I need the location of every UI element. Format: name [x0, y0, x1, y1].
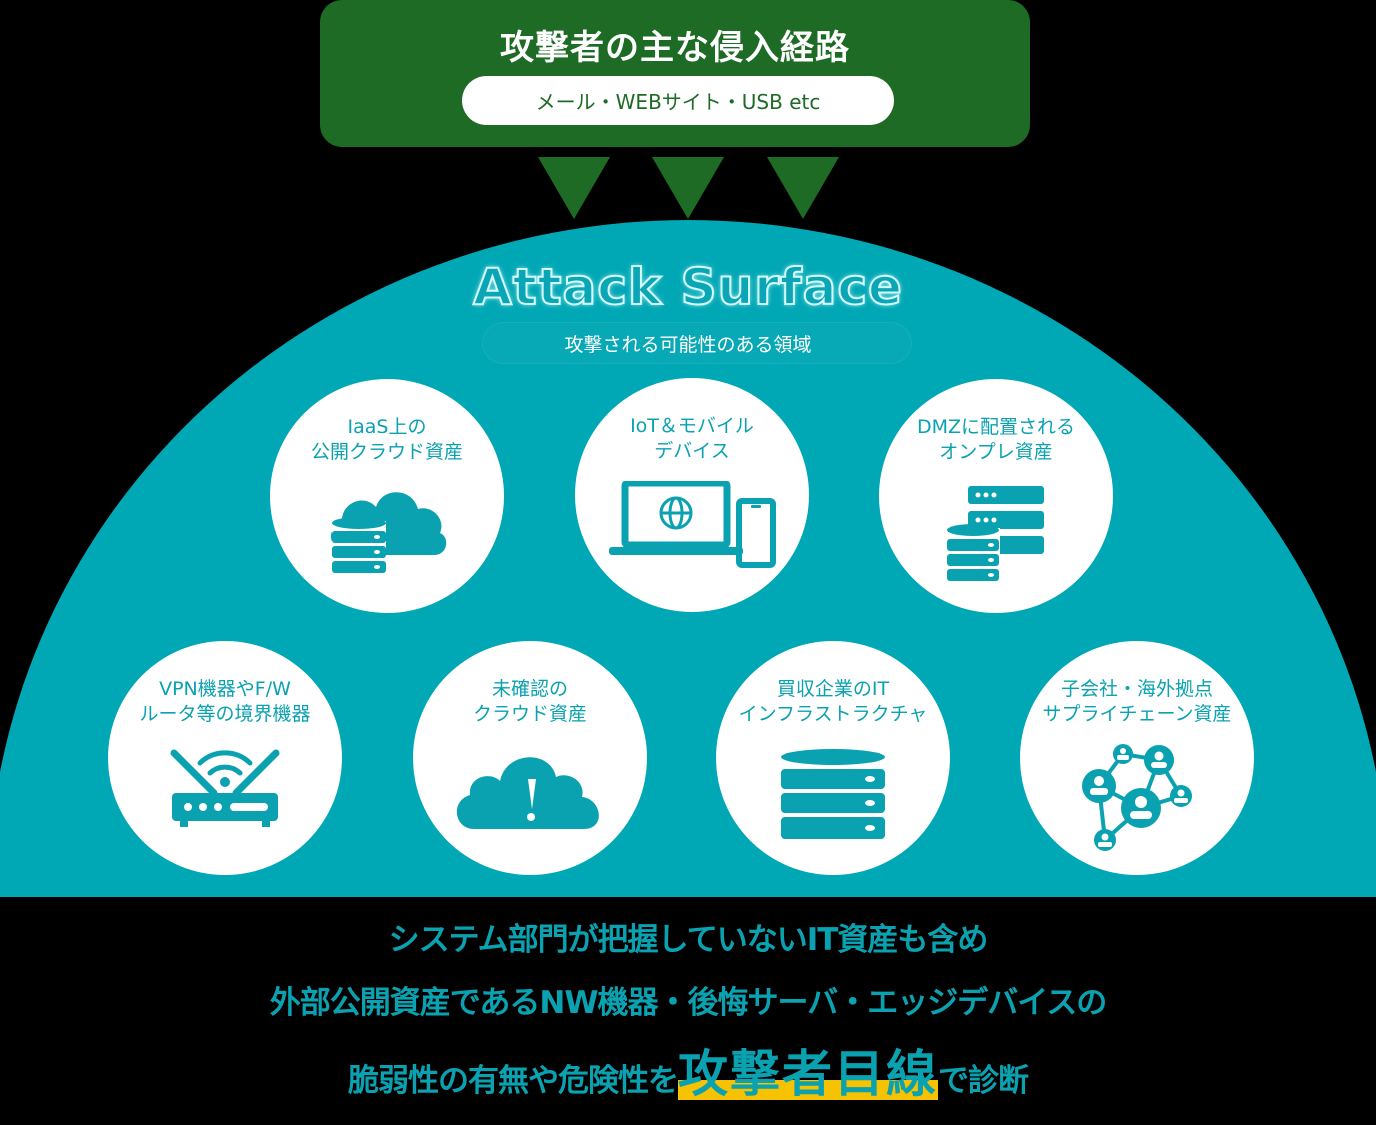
asset-vpn-firewall: VPN機器やF/W ルータ等の境界機器	[108, 641, 342, 875]
summary-line-2: 外部公開資産であるNW機器・後悔サーバ・エッジデバイスの	[269, 985, 1108, 1021]
asset-label: 買収企業のIT インフラストラクチャ	[738, 678, 928, 725]
subtitle-pill	[482, 322, 912, 364]
attack-surface-title: Attack Surface	[472, 257, 903, 317]
highlight-bar	[678, 1080, 938, 1100]
asset-supply-chain: 子会社・海外拠点 サプライチェーン資産	[1020, 641, 1254, 875]
down-arrow-icon	[767, 157, 839, 219]
asset-acquired-it: 買収企業のIT インフラストラクチャ	[716, 641, 950, 875]
network-people-icon	[1082, 744, 1192, 851]
server-rack-icon	[946, 486, 1044, 582]
asset-label: 子会社・海外拠点 サプライチェーン資産	[1042, 678, 1232, 725]
summary-line-3-suffix: で診断	[938, 1063, 1029, 1099]
summary-line-1: システム部門が把握していないIT資産も含め	[388, 922, 989, 958]
asset-iot-mobile: IoT＆モバイル デバイス	[575, 378, 809, 612]
entry-routes-pill: メール・WEBサイト・USB etc	[462, 76, 894, 125]
asset-label: 未確認の クラウド資産	[472, 678, 587, 725]
laptop-phone-icon	[609, 481, 776, 568]
attack-surface-dome: Attack Surface 攻撃される可能性のある領域 IaaS上の 公開クラ…	[0, 220, 1376, 897]
router-icon	[170, 749, 280, 827]
entry-routes-list: メール・WEBサイト・USB etc	[535, 90, 821, 114]
asset-iaas-cloud: IaaS上の 公開クラウド資産	[270, 379, 504, 613]
summary-line-3-prefix: 脆弱性の有無や危険性を	[348, 1063, 679, 1099]
asset-dmz-onprem: DMZに配置される オンプレ資産	[879, 379, 1113, 613]
attack-surface-subtitle: 攻撃される可能性のある領域	[564, 334, 812, 356]
highlight-attacker-view: 攻撃者目線	[678, 1034, 938, 1106]
asset-unconfirmed-cloud: 未確認の クラウド資産	[413, 641, 647, 875]
asset-label: IaaS上の 公開クラウド資産	[310, 416, 463, 463]
asset-label: DMZに配置される オンプレ資産	[916, 416, 1076, 463]
cloud-warning-icon	[456, 757, 599, 829]
database-icon	[781, 749, 885, 839]
entry-routes-title: 攻撃者の主な侵入経路	[500, 28, 850, 68]
asset-label: VPN機器やF/W ルータ等の境界機器	[139, 678, 311, 725]
summary-line-3: 脆弱性の有無や危険性を攻撃者目線で診断	[0, 1034, 1376, 1106]
down-arrow-icon	[538, 157, 610, 219]
asset-label: IoT＆モバイル デバイス	[630, 415, 754, 462]
cloud-database-icon	[330, 492, 447, 573]
highlight-text: 攻撃者目線	[678, 1045, 938, 1103]
entry-routes-box: 攻撃者の主な侵入経路 メール・WEBサイト・USB etc	[320, 0, 1030, 147]
down-arrow-icon	[652, 157, 724, 219]
